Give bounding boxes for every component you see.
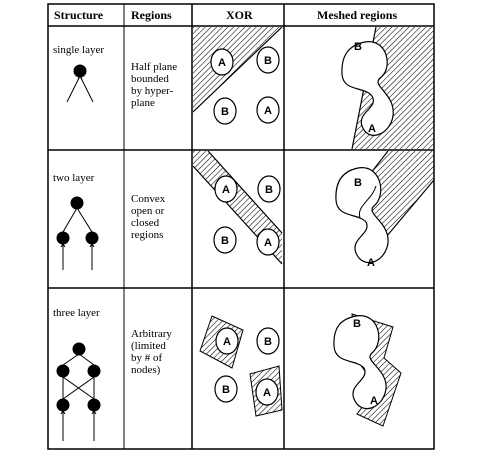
- class-b-marker: B: [213, 97, 237, 125]
- meshed-three-layer: [333, 313, 402, 427]
- structure-label-three-layer: three layer: [53, 307, 100, 319]
- network-three-layer: [56, 342, 101, 441]
- class-a-label: A: [264, 105, 272, 117]
- class-a-marker: A: [215, 327, 239, 355]
- class-circles: A B B A A B B A A B B A B A B A B A: [210, 41, 378, 407]
- class-a-label: A: [264, 237, 272, 249]
- class-b-label: B: [353, 318, 361, 330]
- class-b-label: B: [264, 336, 272, 348]
- structure-label-single-layer: single layer: [53, 44, 105, 56]
- class-b-label: B: [354, 41, 362, 53]
- class-a-marker: A: [256, 228, 280, 256]
- class-b-marker: B: [256, 327, 280, 355]
- network-single-layer: [66, 64, 94, 103]
- class-a-label: A: [263, 387, 271, 399]
- class-b-label: B: [221, 106, 229, 118]
- class-b-marker: B: [256, 46, 280, 74]
- class-b-marker: B: [213, 226, 237, 254]
- class-a-marker: A: [368, 123, 376, 135]
- header-structure: Structure: [54, 8, 104, 22]
- class-a-label: A: [368, 123, 376, 135]
- class-a-label: A: [223, 336, 231, 348]
- class-b-label: B: [222, 384, 230, 396]
- class-a-marker: A: [370, 395, 378, 407]
- class-b-label: B: [264, 55, 272, 67]
- regions-label-two-layer: Convex open or closed regions: [131, 193, 166, 241]
- class-a-marker: A: [210, 48, 234, 76]
- header-xor: XOR: [226, 8, 253, 22]
- class-b-marker: B: [354, 177, 362, 189]
- class-a-marker: A: [255, 378, 279, 406]
- class-a-marker: A: [256, 96, 280, 124]
- class-a-label: A: [367, 257, 375, 269]
- class-a-marker: A: [214, 175, 238, 203]
- regions-label-three-layer: Arbitrary (limited by # of nodes): [131, 328, 172, 376]
- table-grid: [47, 3, 435, 450]
- class-a-label: A: [222, 184, 230, 196]
- network-two-layer: [56, 196, 99, 270]
- structure-label-two-layer: two layer: [53, 172, 95, 184]
- class-a-marker: A: [367, 257, 375, 269]
- meshed-two-layer: [335, 151, 434, 264]
- class-b-marker: B: [353, 318, 361, 330]
- regions-label-single-layer: Half plane bounded by hyper- plane: [131, 61, 178, 109]
- meshed-single-layer: [341, 27, 434, 149]
- class-b-marker: B: [214, 375, 238, 403]
- header-regions: Regions: [131, 8, 172, 22]
- class-a-label: A: [370, 395, 378, 407]
- header-meshed-regions: Meshed regions: [317, 8, 398, 22]
- class-b-label: B: [354, 177, 362, 189]
- class-b-label: B: [265, 184, 273, 196]
- class-b-marker: B: [354, 41, 362, 53]
- class-a-label: A: [218, 57, 226, 69]
- class-b-label: B: [221, 235, 229, 247]
- class-b-marker: B: [257, 175, 281, 203]
- xor-single-layer: [193, 27, 283, 113]
